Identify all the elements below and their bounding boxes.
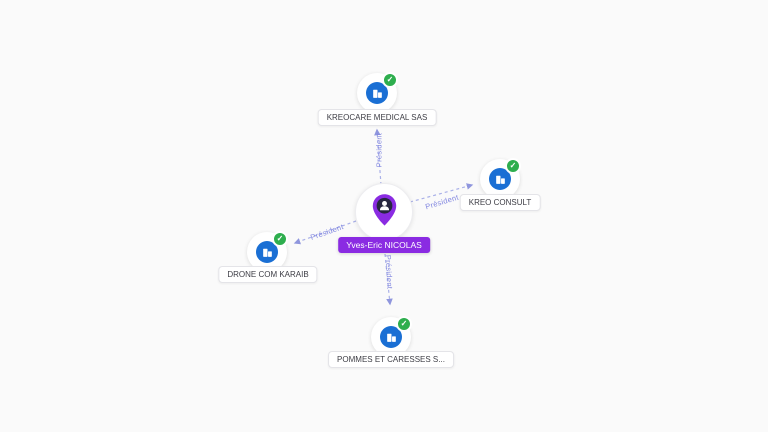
person-node[interactable] xyxy=(355,183,413,241)
check-icon: ✓ xyxy=(382,72,398,88)
edge-president-pommes xyxy=(384,253,393,306)
edge-president-kreo-consult xyxy=(409,183,474,203)
company-node-kreo-consult[interactable]: ✓ xyxy=(480,158,521,199)
building-icon xyxy=(366,82,388,104)
edge-label-president: Président xyxy=(383,254,395,290)
company-label[interactable]: KREO CONSULT xyxy=(459,194,541,211)
edge-president-drone-com xyxy=(293,220,357,245)
company-node-kreocare[interactable]: ✓ xyxy=(357,72,398,113)
company-node-pommes[interactable]: ✓ xyxy=(371,316,412,357)
building-icon xyxy=(380,326,402,348)
company-node-drone-com[interactable]: ✓ xyxy=(247,231,288,272)
company-label[interactable]: KREOCARE MEDICAL SAS xyxy=(317,109,437,126)
company-label[interactable]: POMMES ET CARESSES S... xyxy=(328,351,454,368)
person-label[interactable]: Yves-Eric NICOLAS xyxy=(338,237,430,253)
building-icon xyxy=(256,241,278,263)
check-icon: ✓ xyxy=(396,316,412,332)
edge-label-president: Président xyxy=(374,132,384,168)
building-icon xyxy=(489,168,511,190)
person-pin-icon xyxy=(371,193,398,232)
check-icon: ✓ xyxy=(272,231,288,247)
company-label[interactable]: DRONE COM KARAIB xyxy=(218,266,318,283)
check-icon: ✓ xyxy=(505,158,521,174)
